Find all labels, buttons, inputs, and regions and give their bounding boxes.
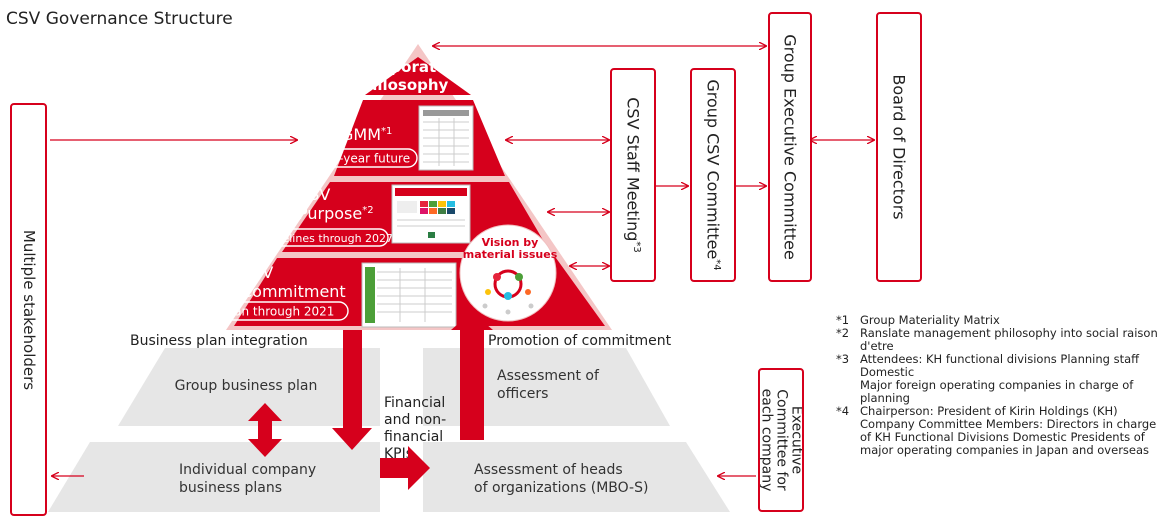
- gmm-sub-pill: [317, 148, 418, 168]
- business-plan-integration: Business plan integration: [130, 333, 308, 349]
- kpis-line3: financial: [384, 429, 443, 445]
- footnote-text: Company Committee Members: Directors in …: [860, 417, 1157, 457]
- arrow-down-integration: [332, 330, 372, 450]
- footnote: *3 Attendees: KH functional divisions Pl…: [836, 353, 1158, 405]
- commitment-sub: Plan through 2021: [224, 305, 335, 319]
- commitment-thumbnail: [361, 262, 457, 328]
- footnote-text: Chairperson: President of Kirin Holdings…: [860, 404, 1118, 418]
- footnote-mark: *3: [836, 352, 850, 366]
- assessment-officers-line1: Assessment of: [497, 368, 600, 384]
- executive-committee-box: Group Executive Committee: [768, 12, 812, 282]
- staff-meeting-label: CSV Staff Meeting*3: [623, 97, 643, 253]
- board-box: Board of Directors: [876, 12, 922, 282]
- vision-badge: [459, 224, 557, 322]
- vision-line1: Vision by: [482, 236, 539, 249]
- gmm-sub: 10-year future: [324, 152, 410, 166]
- csv-committee-box: Group CSV Committee*4: [690, 68, 736, 282]
- purpose-sub-pill: [262, 228, 389, 247]
- board-label: Board of Directors: [889, 74, 909, 220]
- staff-meeting-box: CSV Staff Meeting*3: [610, 68, 656, 282]
- lower-pyramid: [48, 348, 730, 512]
- page-title: CSV Governance Structure: [6, 9, 233, 29]
- commitment-sub-pill: [210, 301, 349, 321]
- footnote-mark: *1: [836, 313, 850, 327]
- individual-plans-line2: business plans: [179, 480, 282, 496]
- philosophy-line1: Corporate: [362, 58, 447, 76]
- exec-each-label: Executive Committee for each company: [758, 388, 804, 492]
- footnote-mark: *2: [836, 326, 850, 340]
- assessment-officers-line2: officers: [497, 386, 548, 402]
- gmm-label: GMM*1: [341, 125, 392, 144]
- stakeholders-label: Multiple stakeholders: [19, 229, 38, 390]
- footnote-text: Ranslate management philosophy into soci…: [860, 326, 1158, 353]
- assessment-heads-line1: Assessment of heads: [474, 462, 623, 478]
- csv-committee-label: Group CSV Committee*4: [703, 79, 723, 271]
- footnote-text: Attendees: KH functional divisions Plann…: [860, 352, 1140, 379]
- kpis-line1: Financial: [384, 395, 445, 411]
- promotion-of-commitment: Promotion of commitment: [488, 333, 672, 349]
- purpose-thumbnail: [391, 184, 471, 244]
- footnote: *4 Chairperson: President of Kirin Holdi…: [836, 405, 1158, 457]
- commitment-line1: CSV: [241, 263, 273, 282]
- purpose-line2: Purpose*2: [298, 204, 374, 223]
- arrow-right-kpis: [380, 446, 430, 490]
- individual-plans-line1: Individual company: [179, 462, 316, 478]
- purpose-sub: Guidelines through 2027: [257, 232, 393, 245]
- footnote-text: Major foreign operating companies in cha…: [860, 378, 1134, 405]
- arrow-up-commitment: [451, 312, 493, 440]
- stakeholders-box: Multiple stakeholders: [10, 103, 47, 516]
- commitment-line2: Commitment: [241, 282, 346, 301]
- footnote: *2 Ranslate management philosophy into s…: [836, 327, 1158, 353]
- connectors: [50, 46, 874, 476]
- footnote-mark: *4: [836, 404, 850, 418]
- philosophy-tier: [365, 57, 471, 95]
- kpis-line2: and non-: [384, 412, 446, 428]
- purpose-line1: CSV: [298, 185, 330, 204]
- philosophy-line2: Philosophy: [356, 76, 449, 94]
- assessment-heads-line2: of organizations (MBO-S): [474, 480, 648, 496]
- group-business-plan: Group business plan: [175, 378, 318, 394]
- executive-committee-label: Group Executive Committee: [780, 34, 800, 260]
- vision-line2: material issues: [463, 248, 558, 261]
- footnotes: *1 Group Materiality Matrix *2 Ranslate …: [836, 314, 1158, 457]
- footnote: *1 Group Materiality Matrix: [836, 314, 1158, 327]
- exec-each-box: Executive Committee for each company: [758, 368, 804, 512]
- arrow-updown-plans: [248, 403, 282, 457]
- gmm-thumbnail: [418, 105, 474, 171]
- footnote-text: Group Materiality Matrix: [860, 313, 1000, 327]
